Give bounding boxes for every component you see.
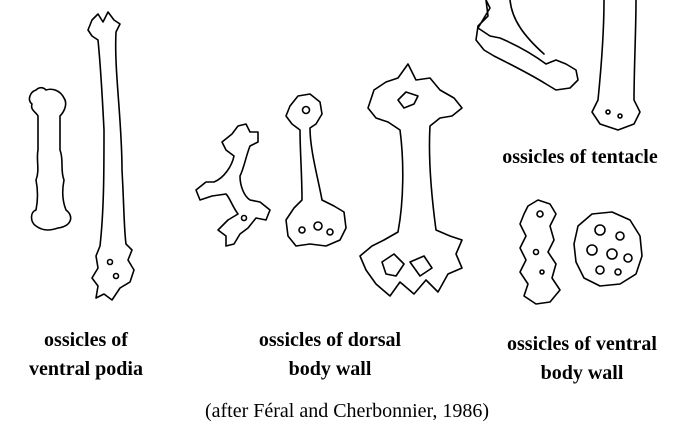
dorsal-medium-rod (286, 94, 346, 246)
label-dorsal-line2: body wall (230, 355, 430, 384)
label-ventral-podia: ossicles of ventral podia (0, 326, 172, 384)
label-ventral-podia-line2: ventral podia (0, 355, 172, 384)
label-ventral-line1: ossicles of ventral (470, 330, 694, 359)
figure-caption: (after Féral and Cherbonnier, 1986) (0, 397, 694, 425)
dorsal-small-rod (196, 124, 270, 246)
label-ventral-podia-line1: ossicles of (0, 326, 172, 355)
label-ventral-body-wall: ossicles of ventral body wall (470, 330, 694, 388)
label-dorsal-body-wall: ossicles of dorsal body wall (230, 326, 430, 384)
label-tentacle: ossicles of tentacle (466, 143, 694, 172)
tentacle-ossicle-left (476, 0, 578, 90)
label-tentacle-line1: ossicles of tentacle (466, 143, 694, 172)
tentacle-ossicle-right (592, 0, 640, 130)
dorsal-large-rod (360, 64, 462, 296)
ventral-body-wall-rod (520, 200, 560, 304)
ventral-podia-short-rod (29, 88, 70, 230)
label-dorsal-line1: ossicles of dorsal (230, 326, 430, 355)
ventral-body-wall-plate (574, 212, 642, 286)
ventral-podia-long-rod (88, 12, 134, 300)
label-ventral-line2: body wall (470, 359, 694, 388)
